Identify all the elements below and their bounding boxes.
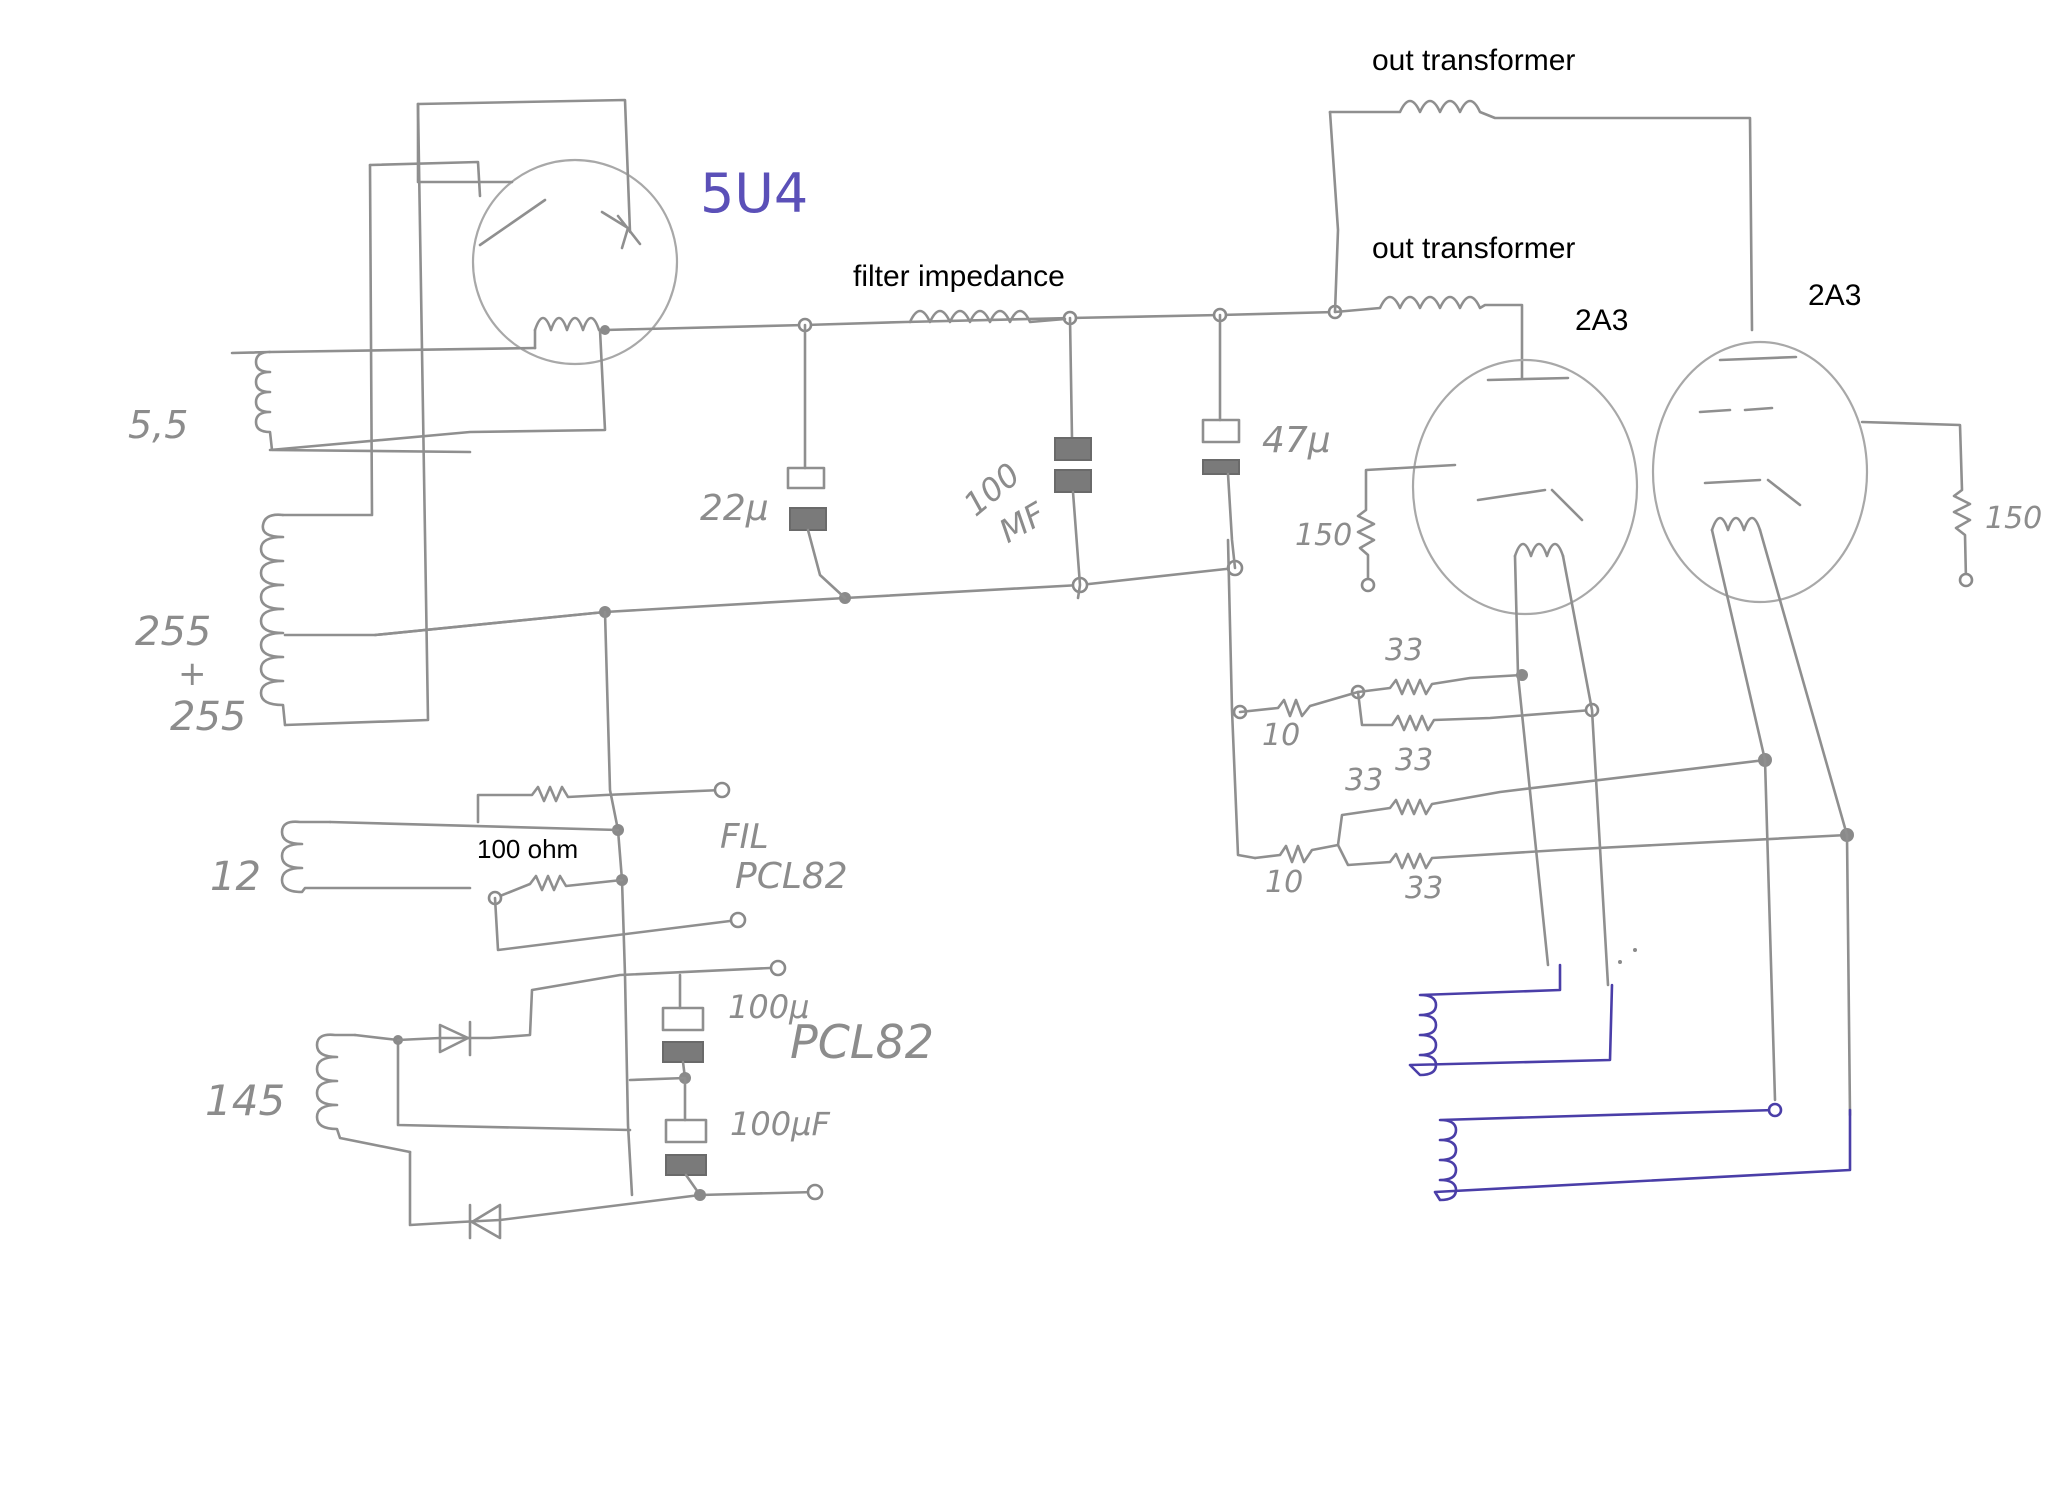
winding-5v-label: 5,5 bbox=[128, 403, 188, 447]
diode-lower-wire bbox=[408, 1150, 817, 1227]
fil-label: FIL bbox=[720, 817, 769, 857]
hv-winding-left-wire bbox=[281, 163, 374, 517]
cap-47u-label: 47µ bbox=[1262, 420, 1331, 461]
tube-5u4-label: 5U4 bbox=[700, 162, 808, 225]
res-33-c-label: 33 bbox=[1345, 763, 1383, 798]
tube-2a3-right-label: 2A3 bbox=[1808, 279, 1861, 312]
cap-100uf-label: 100µF bbox=[730, 1105, 830, 1143]
cap-100u-upper bbox=[661, 973, 705, 1084]
filament-wire-right bbox=[268, 328, 607, 452]
rectifier-plate-wire-b bbox=[368, 160, 482, 198]
tube-2a3-left bbox=[1411, 358, 1639, 616]
out-transformer-mid-coil bbox=[1333, 295, 1524, 380]
res-100-ohm-a bbox=[476, 785, 724, 824]
res-10-b bbox=[1253, 843, 1340, 864]
winding-hv-label-a: 255 bbox=[135, 609, 211, 655]
res-33-b-label: 33 bbox=[1395, 743, 1433, 778]
filament-wire-top bbox=[268, 346, 537, 354]
winding-12v-label: 12 bbox=[210, 854, 261, 900]
res-150-right-label: 150 bbox=[1985, 501, 2042, 536]
res-33-d bbox=[1336, 833, 1849, 870]
diode-upper-wire bbox=[396, 966, 772, 1042]
fil-pcl82-label: PCL82 bbox=[735, 856, 848, 897]
bplus-rail bbox=[603, 310, 1337, 332]
cap-22u-label: 22µ bbox=[700, 488, 769, 529]
filter-choke bbox=[908, 309, 1067, 324]
ground-rail bbox=[373, 566, 1237, 637]
rectifier-plate-wire-a bbox=[416, 98, 632, 234]
right-filament-wire-a bbox=[1710, 528, 1777, 1102]
diode-upper bbox=[438, 1020, 472, 1057]
cap-100u-lower bbox=[664, 1118, 708, 1201]
res-33-d-label: 33 bbox=[1405, 871, 1443, 906]
tube-2a3-right bbox=[1651, 340, 1869, 604]
res-150-left-label: 150 bbox=[1295, 518, 1352, 553]
res-10-a bbox=[1238, 690, 1360, 718]
hv-winding-right-wire bbox=[283, 102, 430, 727]
res-33-c bbox=[1336, 758, 1767, 847]
res-100-ohm-b bbox=[493, 874, 624, 900]
res-10-a-label: 10 bbox=[1262, 718, 1300, 753]
out-transformer-top-coil bbox=[1328, 99, 1754, 332]
res-100-ohm-label: 100 ohm bbox=[477, 834, 578, 864]
res-33-a bbox=[1356, 673, 1524, 696]
cap-100mf bbox=[1054, 316, 1092, 600]
left-filament-wire-b bbox=[1561, 554, 1610, 987]
grid-resistor-150-left bbox=[1356, 463, 1457, 587]
cap-100u-label: 100µ bbox=[728, 988, 809, 1026]
left-filament-wire-a bbox=[1513, 554, 1550, 967]
left-2a3-filament-winding bbox=[1408, 963, 1614, 1077]
cap-47u bbox=[1201, 313, 1241, 570]
res-33-b bbox=[1356, 690, 1594, 732]
rectifier-plate-wire-left bbox=[416, 102, 514, 184]
res-33-a-label: 33 bbox=[1385, 633, 1423, 668]
rectifier-5u4-tube bbox=[471, 158, 679, 366]
right-2a3-filament-winding bbox=[1433, 1108, 1852, 1202]
winding-145-coil bbox=[315, 1033, 412, 1154]
winding-12v-top bbox=[328, 820, 620, 832]
res-10-b-label: 10 bbox=[1265, 865, 1303, 900]
tube-2a3-left-label: 2A3 bbox=[1575, 304, 1628, 337]
hv-center-tap bbox=[283, 610, 607, 637]
winding-145-label: 145 bbox=[205, 1076, 285, 1125]
cap-midpoint-wire bbox=[628, 1076, 687, 1122]
fil-pcl82-return bbox=[493, 896, 740, 952]
cap-22u bbox=[786, 323, 847, 600]
pcl82-label: PCL82 bbox=[790, 1015, 934, 1069]
diode-lower bbox=[468, 1203, 502, 1240]
winding-12v-coil bbox=[280, 820, 472, 894]
grid-resistor-150-right bbox=[1860, 420, 1972, 582]
right-filament-wire-b bbox=[1758, 528, 1852, 1117]
center-tap-vertical bbox=[603, 610, 634, 1197]
winding-145-top bbox=[353, 1033, 632, 1132]
out-transformer-label-top: out transformer bbox=[1372, 44, 1575, 77]
hum-balance-rail bbox=[1226, 538, 1257, 860]
winding-5v-coil bbox=[230, 350, 472, 454]
out-transformer-label-mid: out transformer bbox=[1372, 232, 1575, 265]
winding-hv-coil bbox=[259, 513, 287, 727]
winding-hv-label-b: 255 bbox=[170, 694, 246, 740]
out-transformer-top-feed bbox=[1328, 110, 1340, 314]
winding-hv-label-plus: + bbox=[178, 654, 207, 694]
filter-impedance-label: filter impedance bbox=[853, 260, 1065, 293]
